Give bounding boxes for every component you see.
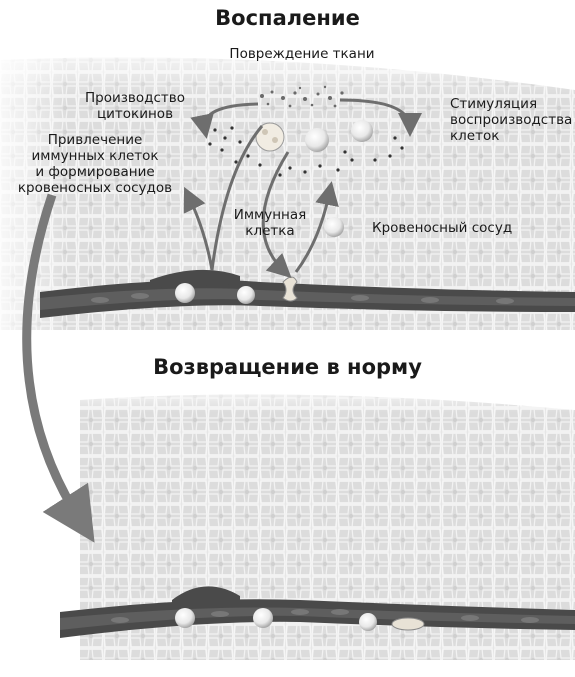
label-immune-cell-line2: клетка: [245, 223, 295, 239]
label-cell-reproduction: Стимуляция воспроизводства клеток: [450, 96, 575, 144]
label-cytokines-line1: Производство: [85, 90, 185, 106]
bottom-blood-vessel: [60, 586, 575, 638]
label-cytokines-line2: цитокинов: [96, 106, 174, 122]
inflammation-title: Воспаление: [215, 6, 360, 30]
label-blood-vessel: Кровеносный сосуд: [372, 220, 513, 236]
label-recruitment-line1: Привлечение: [47, 132, 143, 148]
label-immune-cell-line1: Иммунная: [233, 207, 307, 223]
label-cell-reproduction-line3: клеток: [450, 128, 500, 144]
top-blood-vessel: [40, 269, 575, 318]
cycle-arrows: [183, 98, 422, 279]
label-recruitment: Привлечение иммунных клеток и формирован…: [10, 132, 180, 196]
immune-cells-top: [255, 120, 373, 237]
label-cell-reproduction-line2: воспроизводства: [450, 112, 573, 128]
label-recruitment-line2: иммунных клеток: [31, 148, 159, 164]
transition-arrow: [22, 193, 95, 543]
label-cytokines: Производство цитокинов: [80, 90, 190, 122]
label-recruitment-line4: кровеносных сосудов: [17, 180, 173, 196]
label-tissue-damage: Повреждение ткани: [229, 46, 375, 62]
tissue-damage-area: [260, 85, 344, 108]
label-recruitment-line3: и формирование: [35, 164, 155, 180]
label-cell-reproduction-line1: Стимуляция: [450, 96, 538, 112]
label-immune-cell: Иммунная клетка: [225, 207, 315, 239]
return-to-normal-title: Возвращение в норму: [153, 355, 422, 379]
